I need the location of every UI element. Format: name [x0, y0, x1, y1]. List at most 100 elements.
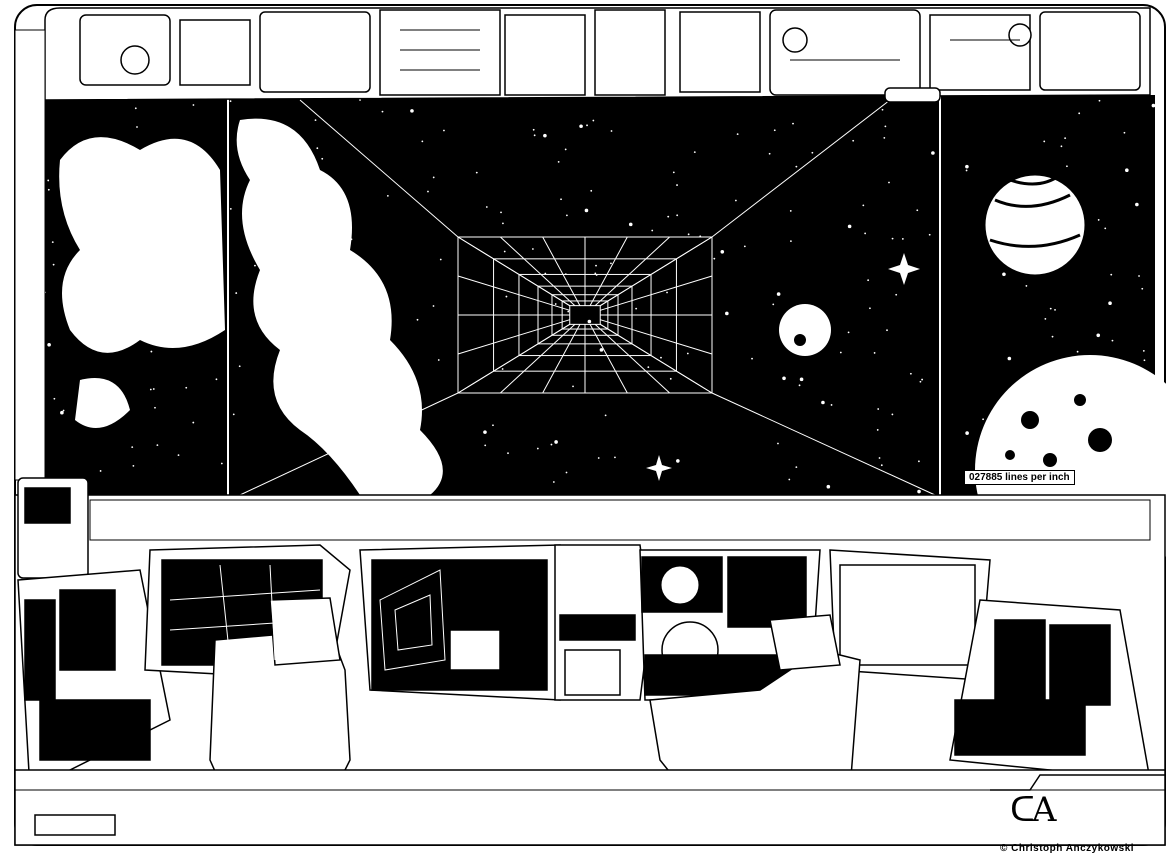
star	[365, 343, 368, 346]
star	[215, 378, 218, 381]
grid-line	[599, 236, 713, 307]
star	[1108, 301, 1112, 306]
star	[565, 214, 568, 217]
star	[1151, 103, 1156, 108]
star	[1111, 339, 1114, 342]
grid-line	[589, 324, 628, 394]
star-flare	[646, 455, 672, 481]
star	[821, 400, 825, 405]
star	[47, 342, 51, 347]
star	[443, 129, 445, 132]
star	[880, 464, 883, 467]
star	[839, 351, 842, 354]
star	[1043, 140, 1046, 143]
star	[1096, 333, 1101, 338]
star	[587, 319, 592, 324]
star	[895, 293, 898, 296]
star	[393, 426, 396, 429]
star	[1044, 317, 1047, 320]
grid-line	[589, 236, 628, 306]
star	[359, 99, 361, 101]
star	[847, 331, 850, 334]
star	[70, 226, 73, 229]
star	[564, 148, 567, 151]
star	[1051, 335, 1054, 338]
star	[149, 388, 152, 391]
star	[830, 404, 833, 406]
grid-line	[457, 275, 570, 311]
star	[628, 222, 633, 227]
star	[599, 348, 604, 352]
star	[919, 380, 922, 383]
star	[176, 199, 179, 202]
star	[51, 241, 54, 244]
grid-line	[594, 323, 671, 394]
star	[676, 214, 679, 217]
star	[533, 134, 536, 137]
star	[1066, 165, 1068, 168]
star	[1097, 219, 1100, 221]
star	[73, 183, 76, 185]
star	[789, 210, 792, 212]
star	[298, 218, 300, 220]
star	[1143, 359, 1146, 362]
star	[322, 257, 325, 260]
star	[554, 303, 557, 305]
star	[965, 164, 969, 169]
star	[344, 401, 346, 404]
star	[862, 204, 865, 207]
nebula-cloud	[59, 118, 443, 496]
star	[610, 130, 613, 132]
star	[852, 139, 855, 142]
star	[177, 454, 180, 456]
grid-line	[499, 236, 576, 307]
star	[386, 194, 389, 197]
star	[321, 222, 324, 224]
star	[676, 459, 680, 463]
star	[867, 279, 870, 282]
star	[201, 248, 203, 251]
star	[185, 386, 188, 389]
star	[314, 274, 317, 276]
star	[290, 252, 295, 256]
star	[144, 304, 147, 307]
star	[891, 237, 894, 240]
grid-line	[457, 319, 570, 355]
star	[965, 169, 968, 172]
star	[76, 311, 79, 313]
star	[1104, 227, 1107, 230]
star	[917, 489, 921, 494]
star	[869, 307, 871, 310]
star	[931, 151, 935, 155]
star	[188, 227, 191, 230]
star	[1123, 131, 1126, 134]
star	[299, 216, 302, 218]
star	[64, 171, 67, 174]
star	[572, 385, 574, 388]
star	[916, 209, 919, 212]
star	[321, 157, 324, 160]
tunnel-grid-display	[239, 99, 936, 496]
star	[1141, 287, 1144, 290]
star	[416, 318, 419, 321]
star	[145, 293, 150, 298]
monitor-graphics	[169, 564, 699, 671]
star	[1110, 273, 1113, 276]
star	[751, 357, 753, 360]
grid-line	[542, 324, 581, 394]
star	[918, 460, 920, 463]
star	[584, 208, 589, 213]
star	[667, 215, 670, 218]
star	[142, 237, 146, 242]
star	[119, 263, 123, 268]
star	[672, 171, 675, 174]
star	[152, 388, 155, 390]
star	[1098, 99, 1101, 102]
star	[768, 152, 771, 155]
star	[921, 378, 924, 381]
star	[1078, 112, 1081, 115]
star-flare	[888, 253, 920, 285]
ceiling-panels	[44, 7, 1151, 103]
star	[560, 198, 562, 201]
